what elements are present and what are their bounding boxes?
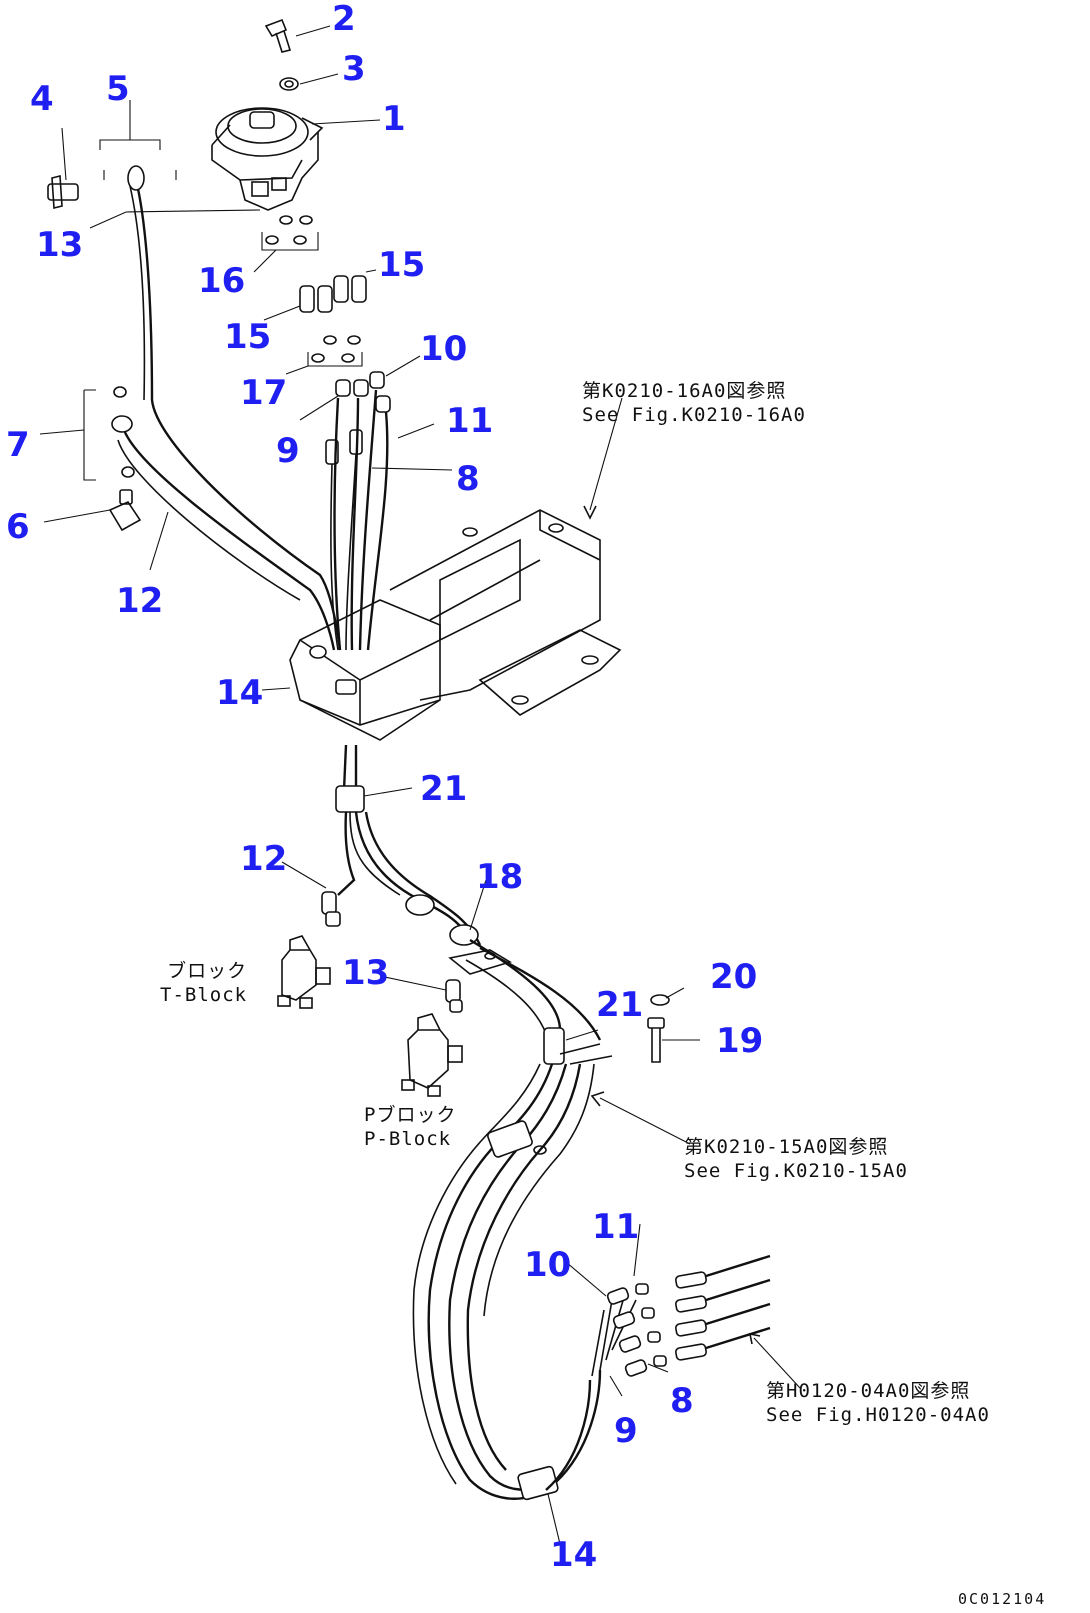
- drawing-code: 0C012104: [958, 1590, 1047, 1608]
- callout-6: 6: [6, 507, 30, 547]
- callout-21-mid: 21: [596, 985, 644, 1025]
- leader-lines: [39, 25, 801, 1545]
- callout-14-top: 14: [216, 673, 264, 713]
- reference-note-bottom: 第H0120-04A0図参照 See Fig.H0120-04A0: [766, 1380, 990, 1428]
- elbow-fittings-15: [299, 275, 367, 313]
- fitting-6: [108, 489, 142, 532]
- callout-16: 16: [198, 261, 246, 301]
- callout-20: 20: [710, 957, 758, 997]
- callout-4: 4: [30, 79, 54, 119]
- p-block-jp: Pブロック: [364, 1104, 457, 1126]
- o-rings-17: [307, 335, 363, 367]
- bolt-2: [264, 18, 292, 53]
- callout-5: 5: [106, 69, 130, 109]
- o-rings-16: [261, 215, 319, 251]
- callout-21-top: 21: [420, 769, 468, 809]
- bracket-5: [99, 139, 161, 150]
- reference-bot-jp: 第H0120-04A0図参照: [766, 1380, 971, 1402]
- hose-bundle-lower: [412, 938, 637, 1501]
- callout-19: 19: [716, 1021, 764, 1061]
- callout-1: 1: [382, 99, 406, 139]
- callout-14-bottom: 14: [550, 1535, 598, 1575]
- washer-20: [650, 994, 670, 1006]
- hose-ends-bottom: [606, 1283, 667, 1377]
- callout-3: 3: [342, 49, 366, 89]
- t-block-en: T-Block: [160, 983, 248, 1006]
- callout-11-top: 11: [446, 401, 494, 441]
- fitting-4: [47, 174, 79, 210]
- washer-3: [279, 77, 299, 91]
- p-block-label: Pブロック P-Block: [364, 1104, 456, 1152]
- reference-bot-en: See Fig.H0120-04A0: [766, 1403, 990, 1426]
- hose-bundle-upper: [330, 389, 389, 651]
- callout-7: 7: [6, 425, 30, 465]
- reference-top-jp: 第K0210-16A0図参照: [582, 380, 787, 402]
- reference-top-en: See Fig.K0210-16A0: [582, 403, 806, 426]
- p-block-en: P-Block: [364, 1127, 452, 1150]
- t-block-jp: ブロック: [167, 960, 248, 982]
- hose-bundle-mid: [335, 744, 482, 946]
- t-block-label: ブロック T-Block: [160, 960, 247, 1008]
- hose-12-13-upper: [111, 165, 342, 651]
- callout-13-mid: 13: [342, 953, 390, 993]
- reference-note-middle: 第K0210-15A0図参照 See Fig.K0210-15A0: [684, 1136, 908, 1184]
- callout-9-bottom: 9: [614, 1411, 638, 1451]
- t-block: [277, 891, 341, 1009]
- bolt-19: [647, 1017, 665, 1063]
- callout-17: 17: [240, 373, 288, 413]
- callout-15-left: 15: [224, 317, 272, 357]
- reference-mid-en: See Fig.K0210-15A0: [684, 1159, 908, 1182]
- callout-11-bottom: 11: [592, 1207, 640, 1247]
- bracket-7: [83, 389, 96, 481]
- callout-8-top: 8: [456, 459, 480, 499]
- console-box: [289, 509, 622, 741]
- callout-13-top: 13: [36, 225, 84, 265]
- mating-hose-ends: [675, 1254, 771, 1361]
- reference-mid-jp: 第K0210-15A0図参照: [684, 1136, 889, 1158]
- callout-10-bottom: 10: [524, 1245, 572, 1285]
- p-block: [401, 979, 463, 1097]
- callout-15-right: 15: [378, 245, 426, 285]
- callout-18: 18: [476, 857, 524, 897]
- callout-12-top: 12: [116, 581, 164, 621]
- callout-8-bottom: 8: [670, 1381, 694, 1421]
- callout-10-top: 10: [420, 329, 468, 369]
- callout-2: 2: [332, 0, 356, 39]
- reference-note-top: 第K0210-16A0図参照 See Fig.K0210-16A0: [582, 380, 806, 428]
- clamp-18: [448, 949, 512, 975]
- callout-12-mid: 12: [240, 839, 288, 879]
- valve-assembly-1: [211, 107, 324, 211]
- callout-9-top: 9: [276, 431, 300, 471]
